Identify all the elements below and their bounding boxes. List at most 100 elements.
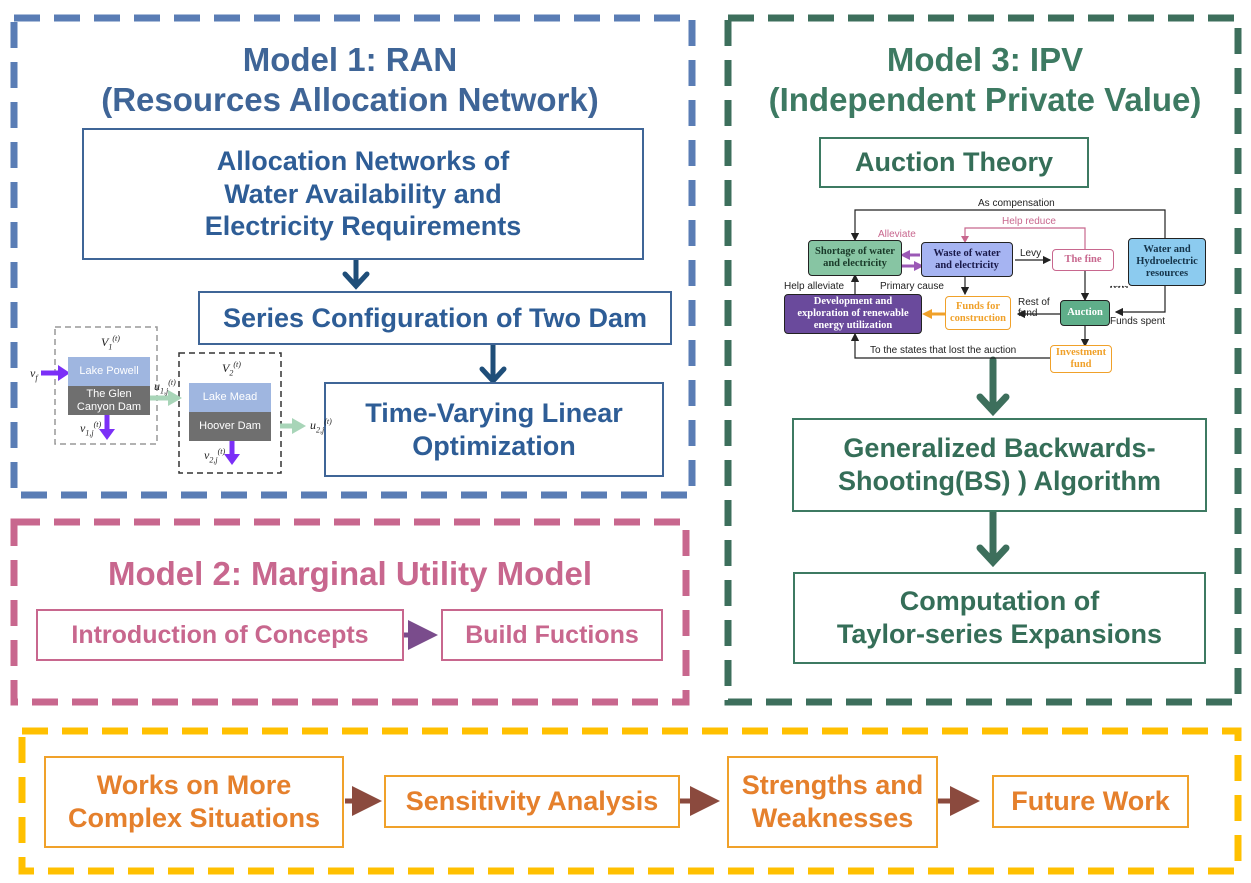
resources-line2: Hydroelectric (1136, 256, 1198, 268)
help-reduce-label: Help reduce (1002, 216, 1056, 227)
auction-node: Auction (1060, 300, 1110, 326)
primary-cause-label: Primary cause (880, 281, 944, 292)
glen-canyon-line2: Canyon Dam (76, 400, 142, 413)
resources-line3: resources (1145, 267, 1189, 279)
lake-powell-label: Lake Powell (79, 365, 139, 378)
auction-theory-label: Auction Theory (854, 147, 1053, 178)
allocation-line3: Electricity Requirements (204, 211, 522, 242)
rest-of-line2: fund (1018, 307, 1038, 319)
glen-canyon-line1: The Glen (86, 388, 132, 401)
lake-mead-block: Lake Mead (189, 383, 271, 412)
alleviate-label: Alleviate (878, 229, 916, 240)
auction-theory-box: Auction Theory (819, 137, 1089, 188)
model3-frame (724, 14, 1242, 706)
var-v2: V2(t) (222, 360, 241, 378)
auction-label: Auction (1067, 307, 1103, 319)
states-lost-label: To the states that lost the auction (870, 345, 1017, 356)
sensitivity-analysis-label: Sensitivity Analysis (405, 786, 659, 817)
investment-line1: Investment (1055, 347, 1107, 359)
works-complex-line1: Works on More (96, 770, 292, 801)
var-vf: vf (30, 366, 38, 383)
shortage-line2: and electricity (823, 258, 887, 269)
model2-title-text: Model 2: Marginal Utility Model (107, 555, 593, 592)
funds-spent-label: Funds spent (1110, 316, 1166, 327)
var-v1j: v1,j(t) (80, 420, 102, 438)
shortage-line1: Shortage of water (815, 246, 895, 258)
var-v2j: v2,j(t) (204, 447, 226, 465)
model2-title: Model 2: Marginal Utility Model (30, 554, 670, 594)
series-configuration-label: Series Configuration of Two Dam (222, 302, 648, 333)
development-line3: energy utilization (813, 319, 893, 331)
model3-title-line2: (Independent Private Value) (768, 80, 1202, 118)
ellipsis-label: ...... (1110, 279, 1127, 290)
development-line2: exploration of renewable (797, 308, 909, 320)
model1-frame (10, 14, 696, 499)
levy-label: Levy (1020, 248, 1042, 259)
lake-powell-block: Lake Powell (68, 357, 150, 386)
lake-mead-label: Lake Mead (202, 391, 258, 404)
bottom-frame (18, 727, 1242, 875)
sensitivity-analysis-box: Sensitivity Analysis (384, 775, 680, 828)
model1-title: Model 1: RAN (Resources Allocation Netwo… (40, 40, 660, 119)
model3-title-line1: Model 3: IPV (886, 41, 1084, 78)
strengths-line1: Strengths and (741, 770, 924, 801)
model1-title-line2: (Resources Allocation Network) (101, 80, 599, 118)
taylor-series-line2: Taylor-series Expansions (836, 619, 1163, 649)
var-u1: u1,j(t) (154, 378, 176, 396)
strengths-weaknesses-box: Strengths and Weaknesses (727, 756, 938, 848)
funds-line2: construction (950, 313, 1006, 324)
dam-diagram-lines (41, 326, 306, 474)
series-configuration-box: Series Configuration of Two Dam (198, 291, 672, 345)
model1-arrows (342, 257, 507, 385)
fine-node: The fine (1052, 249, 1114, 271)
hoover-dam-block: Hoover Dam (189, 412, 271, 441)
build-functions-box: Build Fuctions (441, 609, 663, 661)
future-work-box: Future Work (992, 775, 1189, 828)
var-v1: V1(t) (101, 334, 120, 352)
strengths-line2: Weaknesses (751, 803, 914, 833)
glen-canyon-block: The Glen Canyon Dam (68, 386, 150, 415)
allocation-line1: Allocation Networks of (216, 145, 510, 176)
introduction-concepts-box: Introduction of Concepts (36, 609, 404, 661)
auction-flow-lines (850, 209, 1166, 359)
works-complex-line2: Complex Situations (67, 803, 321, 833)
taylor-series-box: Computation of Taylor-series Expansions (793, 572, 1206, 664)
var-u2: u2,j(t) (310, 417, 332, 435)
hoover-dam-label: Hoover Dam (199, 420, 261, 433)
rest-of-line1: Rest of (1018, 297, 1050, 308)
taylor-series-line1: Computation of (899, 586, 1100, 617)
development-line1: Development and (813, 296, 893, 308)
as-compensation-label: As compensation (978, 198, 1055, 209)
backwards-shooting-box: Generalized Backwards- Shooting(BS) ) Al… (792, 418, 1207, 512)
waste-line1: Waste of water (933, 247, 1001, 259)
time-varying-box: Time-Varying Linear Optimization (324, 382, 664, 477)
model3-arrows (976, 356, 1010, 568)
waste-line2: and electricity (935, 259, 999, 271)
future-work-label: Future Work (1011, 786, 1170, 817)
works-complex-box: Works on More Complex Situations (44, 756, 344, 848)
introduction-concepts-label: Introduction of Concepts (71, 620, 369, 649)
allocation-line2: Water Availability and (224, 178, 502, 209)
time-varying-line2: Optimization (412, 430, 576, 461)
help-alleviate-label: Help alleviate (784, 281, 845, 292)
funds-line1: Funds for (955, 301, 1001, 313)
resources-line1: Water and (1143, 244, 1191, 256)
model2-frame (10, 518, 690, 706)
fine-label: The fine (1064, 254, 1102, 266)
model1-title-line1: Model 1: RAN (242, 41, 458, 78)
time-varying-line1: Time-Varying Linear (365, 397, 623, 428)
allocation-networks-box: Allocation Networks of Water Availabilit… (82, 128, 644, 260)
backwards-shooting-line1: Generalized Backwards- (843, 433, 1156, 464)
build-functions-label: Build Fuctions (465, 620, 639, 649)
model3-title: Model 3: IPV (Independent Private Value) (740, 40, 1230, 119)
investment-line2: fund (1070, 359, 1092, 370)
backwards-shooting-line2: Shooting(BS) ) Algorithm (838, 466, 1161, 496)
